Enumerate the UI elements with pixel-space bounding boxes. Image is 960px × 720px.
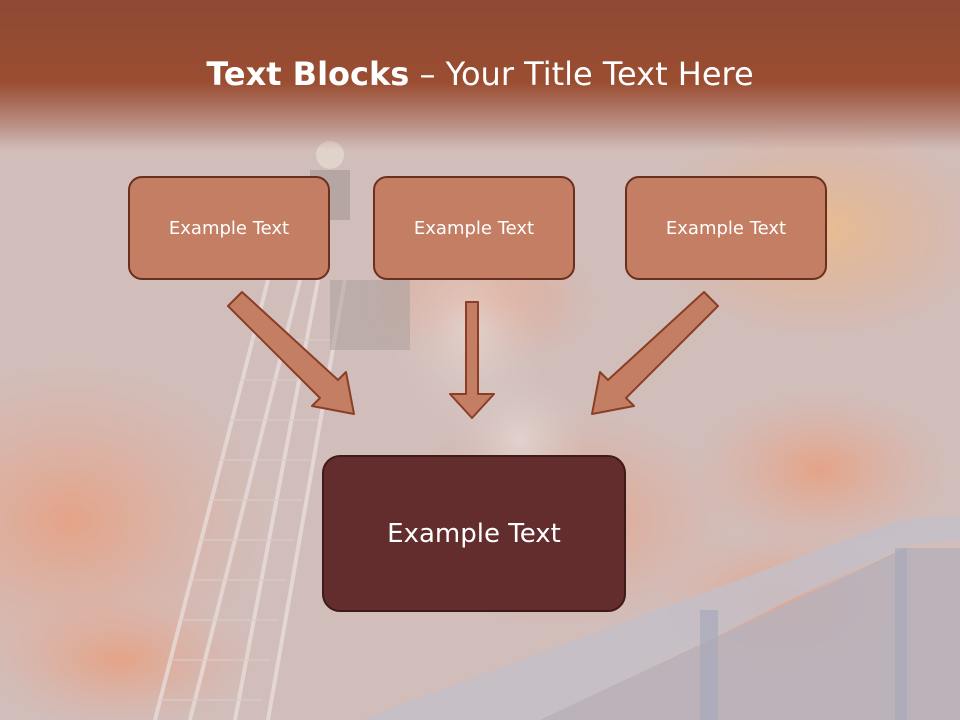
text-block-3-label: Example Text	[665, 217, 787, 239]
title-bold: Text Blocks	[206, 55, 410, 93]
text-block-2-label: Example Text	[413, 217, 535, 239]
main-text-block-label: Example Text	[387, 518, 561, 549]
text-block-3[interactable]: Example Text	[625, 176, 827, 280]
text-block-1[interactable]: Example Text	[128, 176, 330, 280]
title-separator: –	[409, 55, 446, 93]
text-block-1-label: Example Text	[168, 217, 290, 239]
main-text-block[interactable]: Example Text	[322, 455, 626, 612]
arrow-diagonal-down-left-icon	[591, 291, 719, 415]
slide-title: Text Blocks – Your Title Text Here	[0, 52, 960, 96]
title-rest: Your Title Text Here	[445, 55, 754, 93]
arrow-diagonal-down-right-icon	[227, 291, 355, 415]
title-bar	[0, 0, 960, 150]
text-block-2[interactable]: Example Text	[373, 176, 575, 280]
arrow-down-icon	[449, 301, 495, 419]
